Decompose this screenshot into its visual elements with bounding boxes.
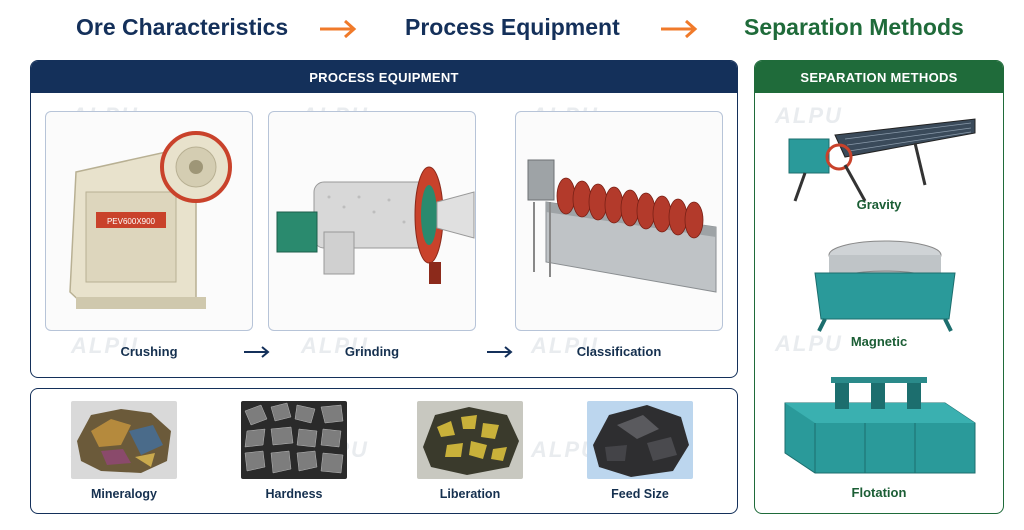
watermark-logo: ALPU bbox=[301, 333, 369, 358]
magnetic-separator-icon bbox=[814, 240, 956, 332]
jaw-crusher-icon: PEV600X900 bbox=[69, 131, 232, 309]
ore-label-hardness: Hardness bbox=[265, 487, 323, 501]
ore-label-mineralogy: Mineralogy bbox=[91, 487, 157, 501]
equipment-label-grinding: Grinding bbox=[344, 344, 400, 359]
process-equipment-header: PROCESS EQUIPMENT bbox=[31, 61, 737, 93]
arrow-right-icon bbox=[661, 19, 698, 39]
ball-mill-icon bbox=[276, 166, 475, 284]
shaking-table-icon bbox=[788, 118, 976, 202]
separation-methods-header: SEPARATION METHODS bbox=[755, 61, 1003, 93]
watermark-logo: ALPU bbox=[531, 437, 599, 462]
equipment-card-grinding[interactable] bbox=[268, 111, 476, 331]
ore-label-feed-size: Feed Size bbox=[611, 487, 669, 501]
ore-sample-hardness-image bbox=[241, 401, 347, 479]
arrow-right-icon bbox=[244, 346, 270, 358]
flotation-machine-icon bbox=[784, 377, 976, 474]
separation-label-magnetic: Magnetic bbox=[850, 334, 908, 349]
ore-sample-mineralogy-image bbox=[71, 401, 177, 479]
flow-step-separation-methods: Separation Methods bbox=[744, 14, 964, 40]
equipment-card-crushing[interactable]: PEV600X900 bbox=[45, 111, 253, 331]
watermark-logo: ALPU bbox=[775, 103, 843, 128]
ore-characteristics-panel: ALPU ALPU ALPU bbox=[30, 388, 738, 514]
ore-sample-feed-size-image bbox=[587, 401, 693, 479]
separation-methods-panel: SEPARATION METHODS ALPU ALPU Gravity Mag… bbox=[754, 60, 1004, 514]
separation-label-gravity: Gravity bbox=[856, 197, 902, 212]
process-equipment-panel: PROCESS EQUIPMENT ALPU ALPU ALPU ALPU AL… bbox=[30, 60, 738, 378]
separation-label-flotation: Flotation bbox=[851, 485, 907, 500]
equipment-label-crushing: Crushing bbox=[120, 344, 178, 359]
arrow-right-icon bbox=[487, 346, 513, 358]
flow-header: Ore Characteristics Process Equipment Se… bbox=[0, 0, 1024, 58]
svg-text:PEV600X900: PEV600X900 bbox=[107, 217, 156, 226]
equipment-card-classification[interactable] bbox=[515, 111, 723, 331]
flow-step-ore-characteristics: Ore Characteristics bbox=[76, 14, 289, 40]
watermark-logo: ALPU bbox=[531, 333, 599, 358]
ore-label-liberation: Liberation bbox=[439, 487, 501, 501]
watermark-logo: ALPU bbox=[775, 331, 843, 356]
flow-step-process-equipment: Process Equipment bbox=[405, 14, 620, 40]
ore-sample-liberation-image bbox=[417, 401, 523, 479]
arrow-right-icon bbox=[320, 19, 357, 39]
watermark-logo: ALPU bbox=[71, 333, 139, 358]
equipment-label-classification: Classification bbox=[576, 344, 662, 359]
spiral-classifier-icon bbox=[527, 159, 717, 293]
